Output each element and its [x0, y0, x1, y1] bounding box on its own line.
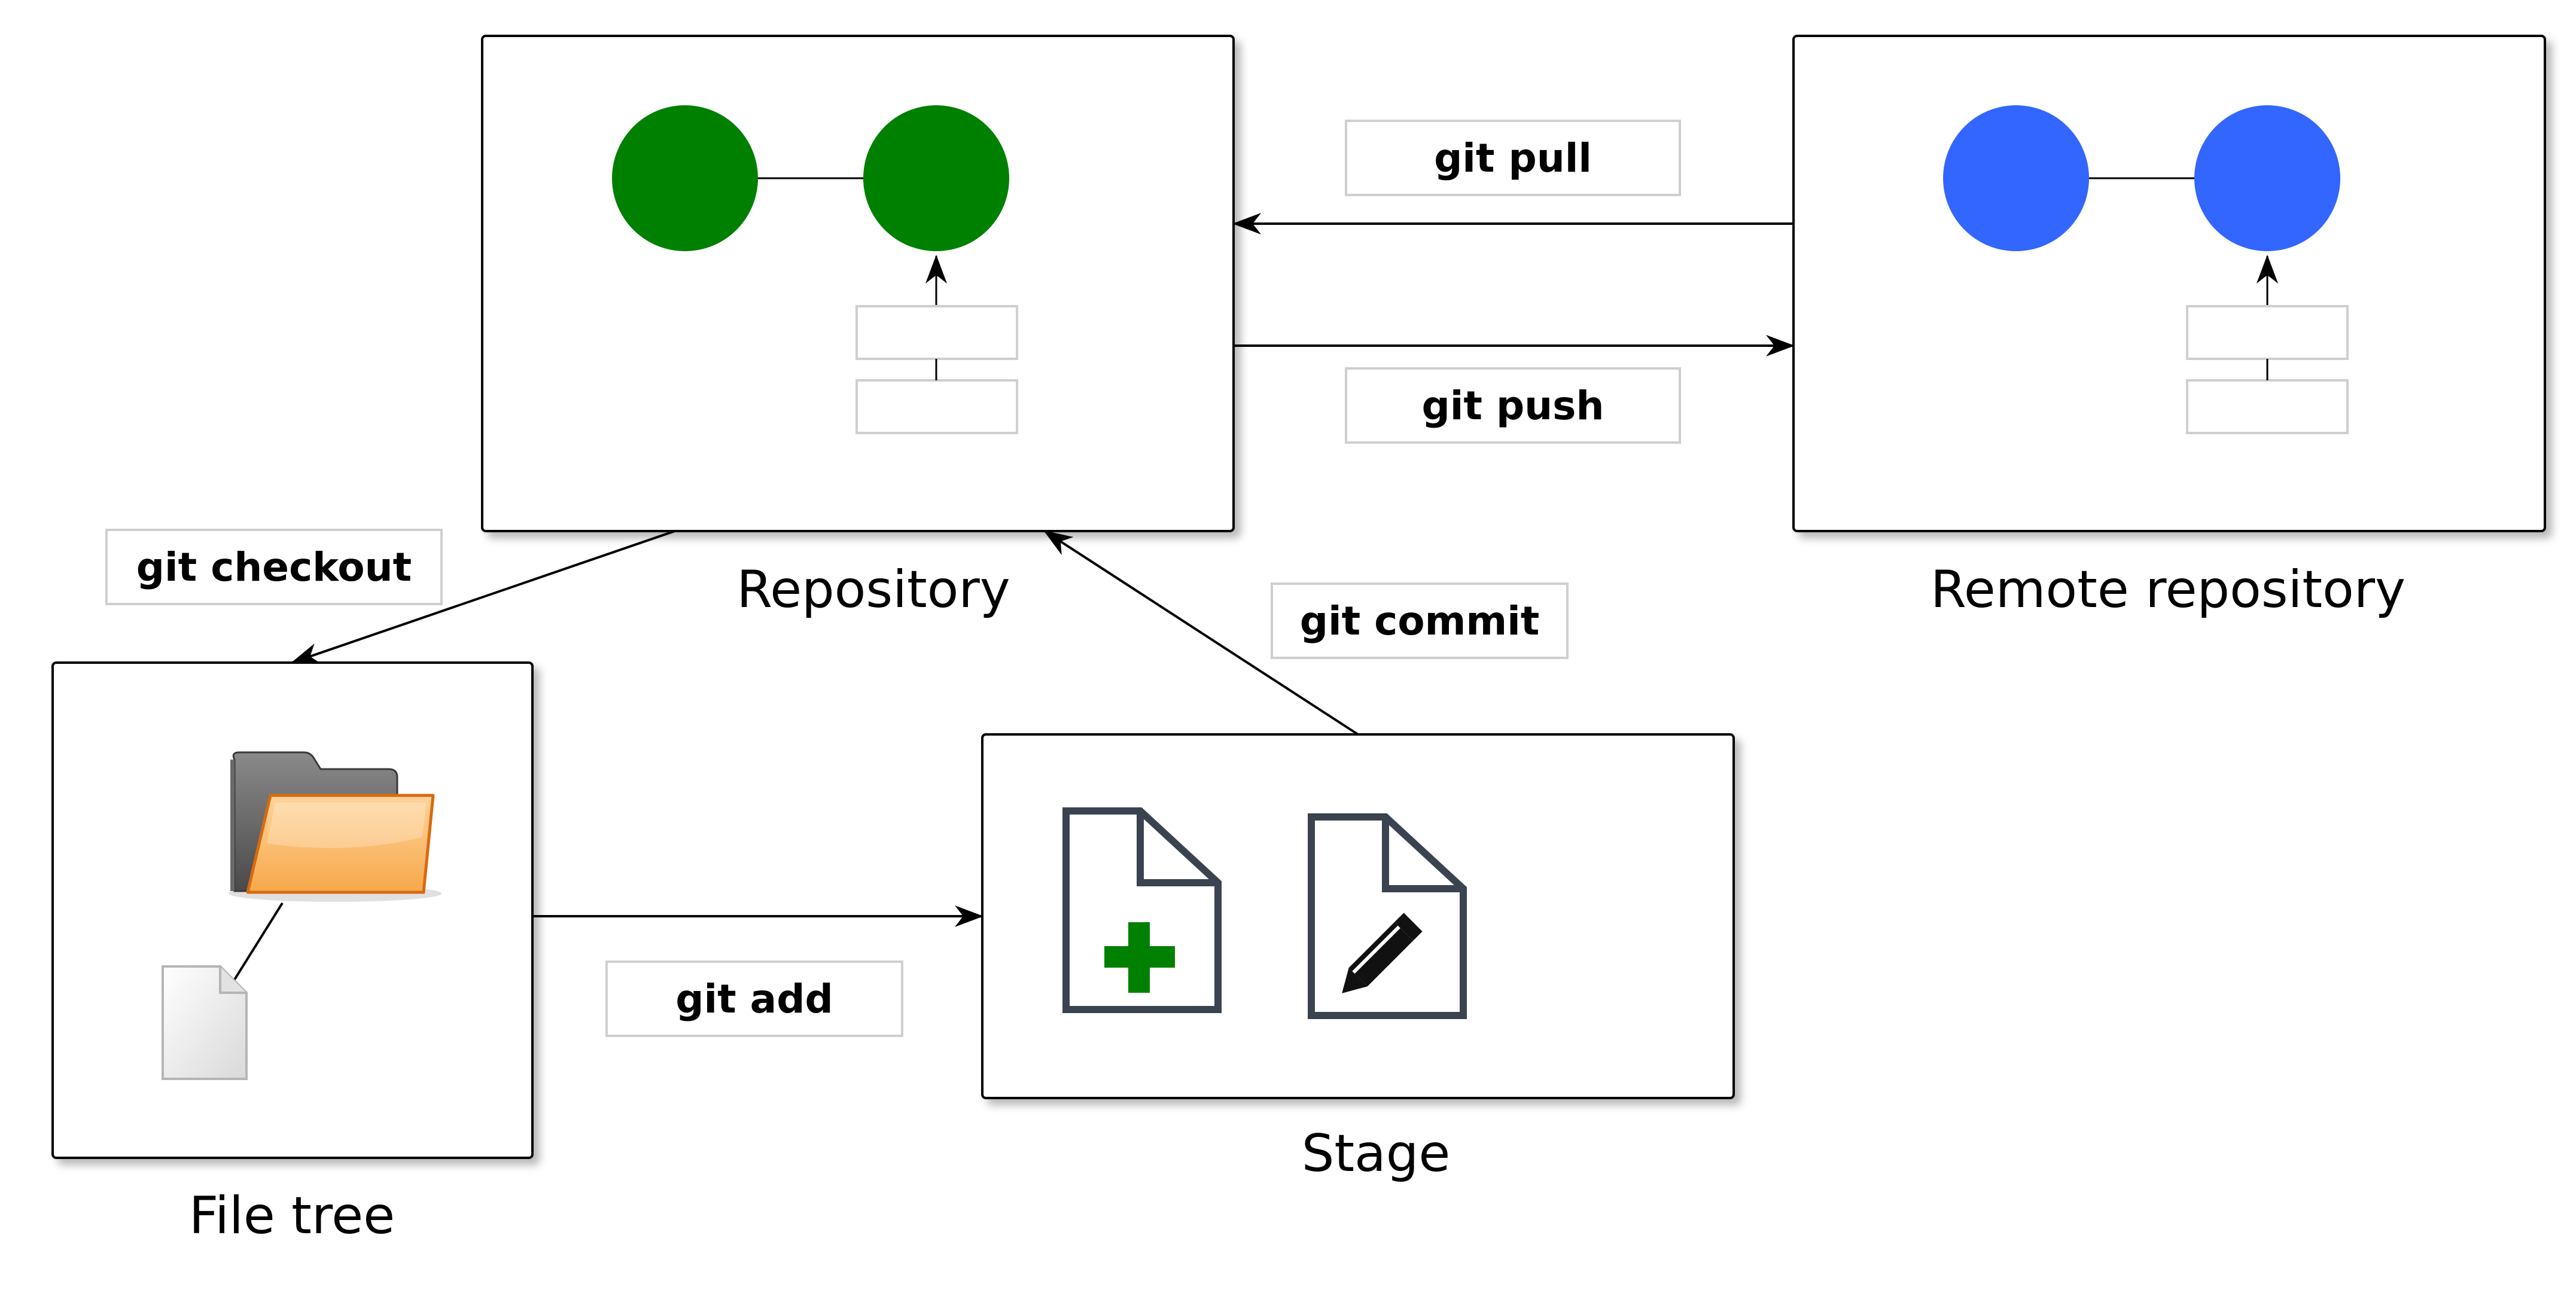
- commit-arrow: [1043, 530, 1359, 736]
- commit-node: [2194, 105, 2340, 251]
- command-label-push: git push: [1345, 367, 1681, 444]
- stage-caption: Stage: [1302, 1124, 1451, 1184]
- edges: [291, 213, 1795, 927]
- branch-ref-box: [855, 305, 1018, 360]
- command-label-add: git add: [605, 960, 903, 1037]
- repository-node: Repository: [481, 35, 1235, 620]
- command-label-commit: git commit: [1271, 583, 1569, 659]
- file-add-icon: [1062, 807, 1222, 1013]
- command-text: git push: [1422, 383, 1604, 429]
- repository-box: [481, 35, 1235, 532]
- remote-repository-node: Remote repository: [1792, 35, 2546, 620]
- file-tree-box: [51, 661, 534, 1159]
- command-text: git checkout: [136, 544, 412, 590]
- command-label-checkout: git checkout: [105, 529, 443, 605]
- head-ref-box: [855, 379, 1018, 434]
- command-text: git add: [675, 976, 833, 1022]
- remote-commit-graph: [1943, 105, 2349, 434]
- remote-repository-caption: Remote repository: [1931, 560, 2406, 620]
- command-text: git commit: [1300, 598, 1540, 644]
- folder-icon: [229, 751, 441, 902]
- repository-commit-graph: [612, 105, 1018, 434]
- file-edit-icon: [1308, 813, 1467, 1019]
- stage-node: Stage: [981, 733, 1735, 1184]
- head-ref-box: [2186, 379, 2349, 434]
- file-icon: [162, 965, 248, 1080]
- command-label-pull: git pull: [1345, 120, 1681, 196]
- tree-branch-line: [233, 902, 284, 981]
- commit-node: [863, 105, 1009, 251]
- commit-node: [1943, 105, 2089, 251]
- file-tree-node: File tree: [51, 661, 534, 1246]
- commit-node: [612, 105, 758, 251]
- repository-caption: Repository: [736, 560, 1010, 620]
- branch-ref-box: [2186, 305, 2349, 360]
- command-text: git pull: [1434, 135, 1592, 181]
- remote-repository-box: [1792, 35, 2546, 532]
- checkout-arrow: [291, 530, 675, 664]
- file-tree-caption: File tree: [189, 1186, 395, 1246]
